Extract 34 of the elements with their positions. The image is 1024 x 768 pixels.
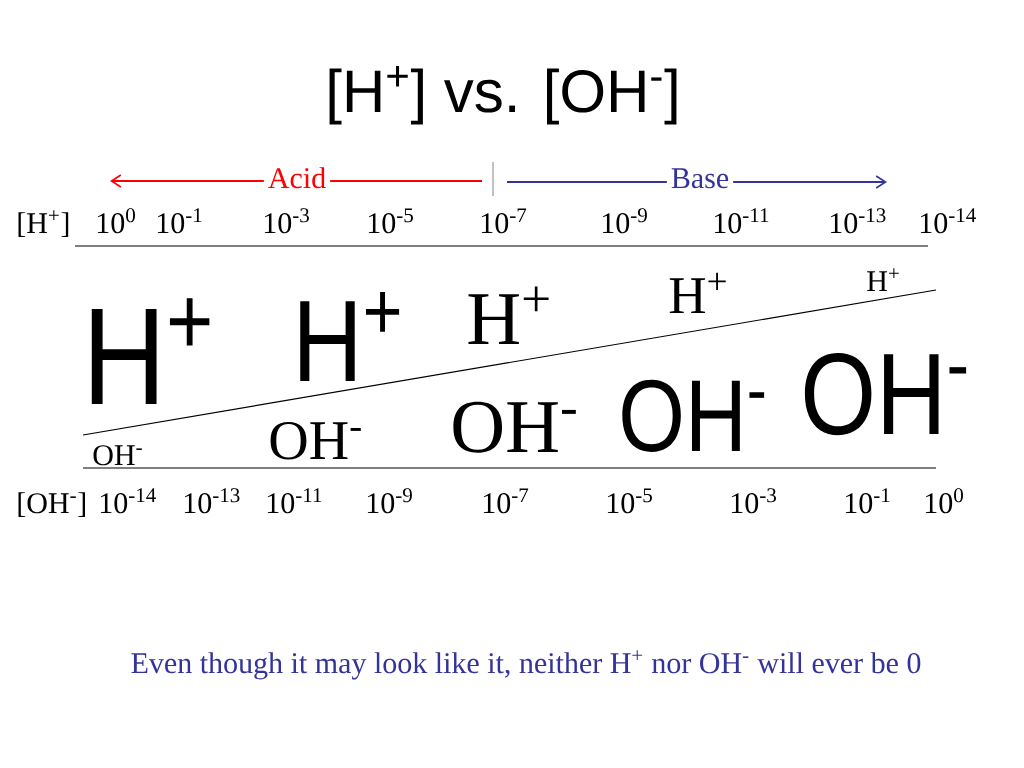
ion-symbol: OH$^{-}$ <box>804 353 967 436</box>
arrow-label: Base <box>666 167 734 190</box>
row-label: [OH$^{-}$] <box>18 492 85 517</box>
scale-value: 10$^{-9}$ <box>367 488 412 514</box>
ion-symbol: OH$^{-}$ <box>93 445 142 466</box>
scale-value: 10$^{-14}$ <box>100 488 156 514</box>
scale-value: 10$^{-3}$ <box>264 208 309 234</box>
scale-value: 10$^{-5}$ <box>607 488 652 514</box>
scale-value: 10$^{-9}$ <box>602 208 647 234</box>
title: [H$^{+}$] vs. [OH$^{-}$] <box>329 66 677 125</box>
ion-symbol: H$^{+}$ <box>91 298 210 404</box>
scale-value: 10$^{-11}$ <box>714 208 769 234</box>
scale-value: 10$^{-5}$ <box>368 208 413 234</box>
ion-symbol: OH$^{-}$ <box>270 421 361 460</box>
scale-value: 10$^{-13}$ <box>184 488 240 514</box>
scale-value: 10$^{-3}$ <box>731 488 776 514</box>
ion-symbol: H$^{+}$ <box>468 286 549 344</box>
arrow-label: Acid <box>263 165 331 190</box>
caption: Even though it may look like it, neither H$^{+}$ nor OH$^{-}$ will ever be 0 <box>131 650 921 680</box>
scale-value: 10$^{-7}$ <box>481 208 527 234</box>
scale-value: 10$^{-14}$ <box>920 208 976 234</box>
ion-symbol: H$^{+}$ <box>669 272 726 313</box>
scale-value: 10$^{-11}$ <box>267 488 322 514</box>
scale-value: 10$^{0}$ <box>925 488 963 514</box>
ion-symbol: OH$^{-}$ <box>453 401 576 453</box>
scale-value: 10$^{-13}$ <box>830 208 886 234</box>
scale-value: 10$^{-1}$ <box>845 488 890 514</box>
ion-symbol: OH$^{-}$ <box>622 379 765 452</box>
ion-symbol: H$^{+}$ <box>867 268 899 291</box>
scale-value: 10$^{0}$ <box>97 208 135 234</box>
scale-value: 10$^{-7}$ <box>483 488 529 514</box>
ion-symbol: H$^{+}$ <box>300 292 400 381</box>
scale-value: 10$^{-1}$ <box>157 208 202 234</box>
row-label: [H$^{+}$] <box>18 210 69 237</box>
